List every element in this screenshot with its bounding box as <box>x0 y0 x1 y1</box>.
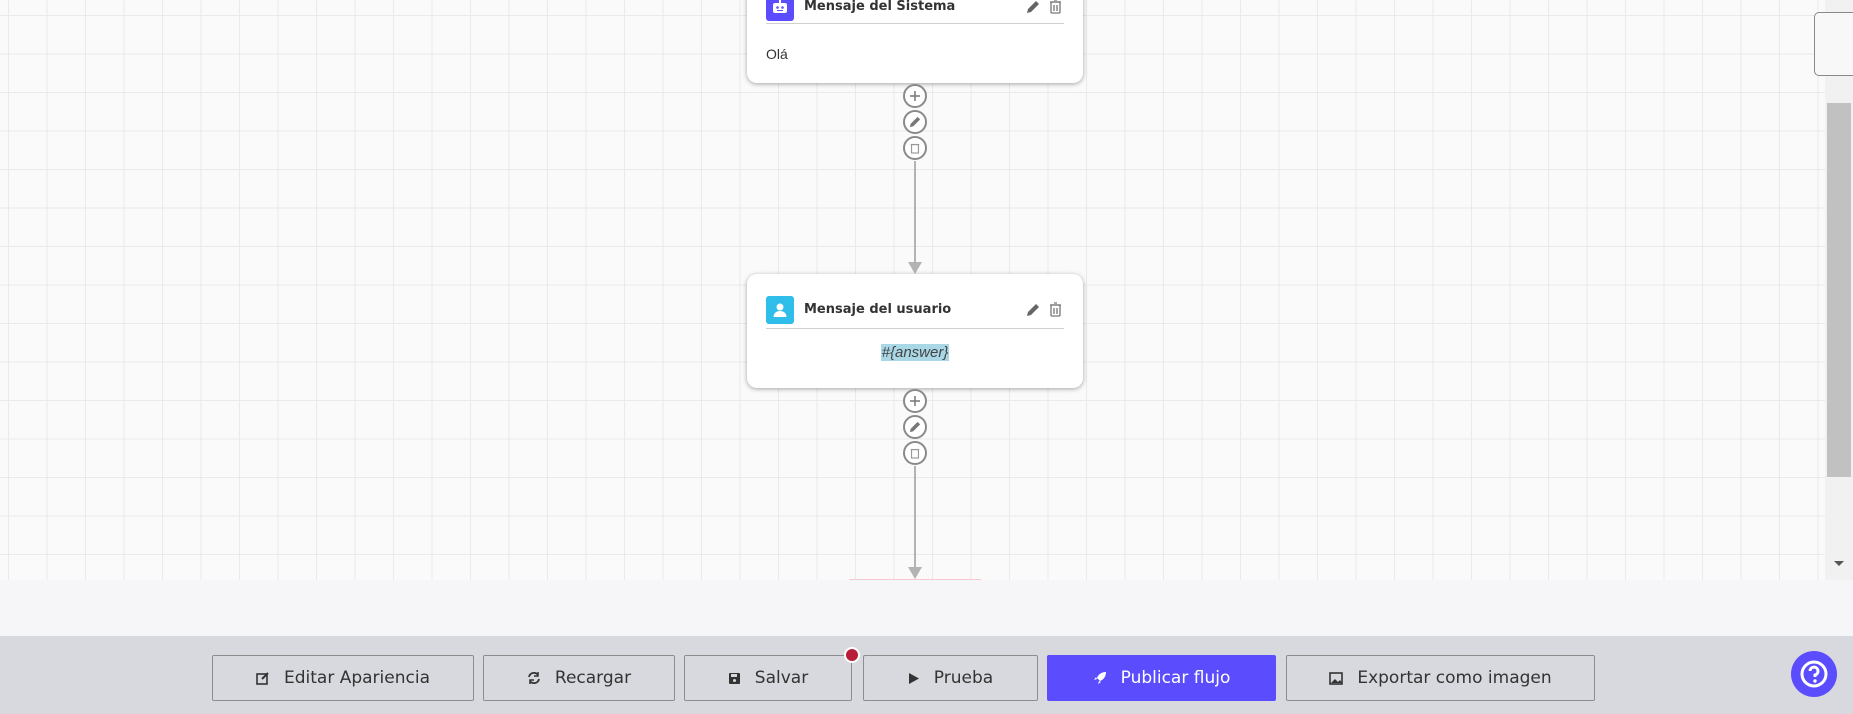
connector-arrow <box>908 262 922 274</box>
trash-icon[interactable] <box>1046 0 1064 16</box>
button-label: Prueba <box>933 668 994 688</box>
add-node-button[interactable] <box>903 84 927 108</box>
edit-connection-button[interactable] <box>903 110 927 134</box>
pencil-icon[interactable] <box>1024 301 1042 319</box>
button-label: Exportar como imagen <box>1357 668 1552 688</box>
image-icon <box>1329 671 1344 685</box>
button-label: Publicar flujo <box>1120 668 1231 688</box>
node-user-message[interactable]: Mensaje del usuario #{answer} <box>747 274 1083 388</box>
edit-appearance-button[interactable]: Editar Apariencia <box>212 655 474 701</box>
next-node-edge <box>849 579 981 580</box>
play-icon <box>908 672 919 684</box>
help-button[interactable] <box>1791 651 1837 697</box>
minimap-panel[interactable] <box>1814 12 1853 76</box>
add-node-button[interactable] <box>903 389 927 413</box>
vertical-scrollbar[interactable] <box>1825 0 1853 580</box>
node-header: Mensaje del usuario <box>766 291 1064 329</box>
node-content-wrap: #{answer} <box>747 344 1083 362</box>
scroll-down-arrow-icon[interactable] <box>1834 561 1844 566</box>
node-header: Mensaje del Sistema <box>766 0 1064 24</box>
save-button[interactable]: Salvar <box>684 655 852 701</box>
button-label: Salvar <box>754 668 809 688</box>
edit-connection-button[interactable] <box>903 415 927 439</box>
floppy-disk-icon <box>728 672 740 684</box>
trash-icon[interactable] <box>1046 301 1064 319</box>
scrollbar-thumb[interactable] <box>1827 103 1851 477</box>
node-content: Olá <box>766 46 788 62</box>
robot-icon <box>766 0 794 21</box>
connector-arrow <box>908 567 922 579</box>
rocket-icon <box>1093 672 1106 684</box>
connector-line <box>914 161 916 263</box>
button-label: Recargar <box>554 668 632 688</box>
reload-button[interactable]: Recargar <box>483 655 675 701</box>
bottom-toolbar: Editar Apariencia Recargar Salvar Prueba… <box>0 636 1853 714</box>
unsaved-changes-dot <box>844 647 860 663</box>
test-button[interactable]: Prueba <box>863 655 1038 701</box>
user-icon <box>766 295 794 324</box>
export-image-button[interactable]: Exportar como imagen <box>1286 655 1595 701</box>
node-content: #{answer} <box>880 344 950 361</box>
delete-connection-button[interactable] <box>903 136 927 160</box>
delete-connection-button[interactable] <box>903 441 927 465</box>
publish-flow-button[interactable]: Publicar flujo <box>1047 655 1276 701</box>
node-title: Mensaje del usuario <box>804 302 952 317</box>
flow-canvas[interactable]: Mensaje del Sistema Olá Mensaje del usua… <box>0 0 1825 580</box>
button-label: Editar Apariencia <box>283 668 430 688</box>
edit-icon <box>256 672 269 685</box>
node-system-message[interactable]: Mensaje del Sistema Olá <box>747 0 1083 83</box>
question-icon <box>1800 660 1828 688</box>
node-title: Mensaje del Sistema <box>804 0 956 14</box>
connector-line <box>914 466 916 570</box>
pencil-icon[interactable] <box>1024 0 1042 16</box>
refresh-icon <box>528 672 540 684</box>
